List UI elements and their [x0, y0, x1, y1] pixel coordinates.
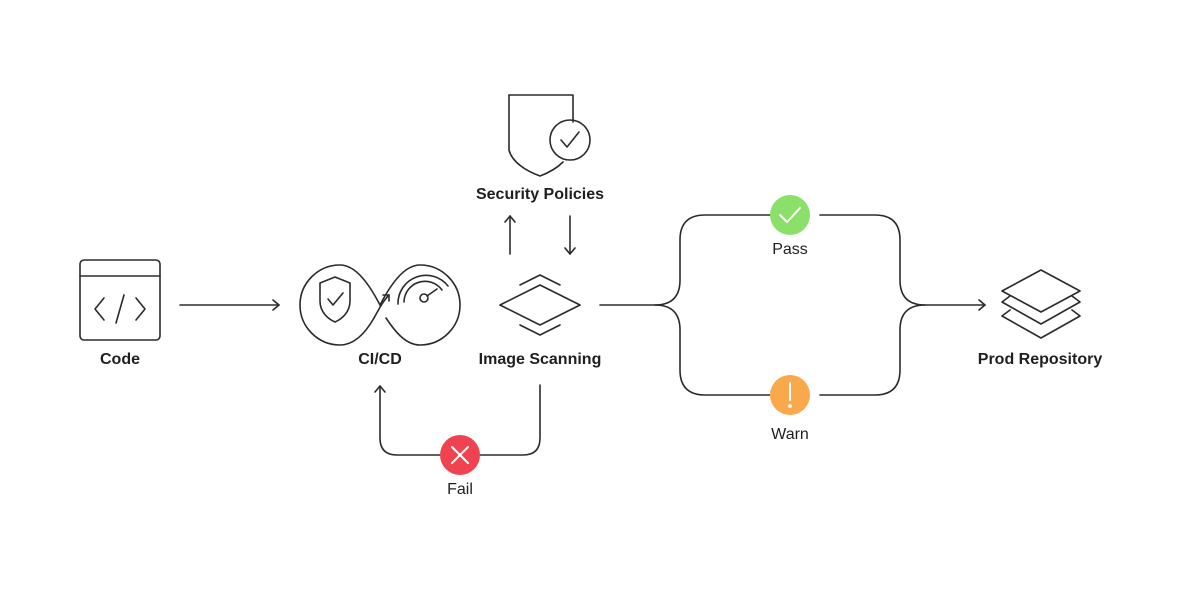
warn-status-circle	[770, 375, 810, 415]
prod-repository-label: Prod Repository	[977, 351, 1103, 368]
branch-connector	[599, 209, 787, 401]
warn-label: Warn	[771, 426, 809, 443]
arrow-scanning-to-policies	[504, 215, 516, 255]
arrow-policies-to-scanning	[564, 215, 576, 255]
fail-label: Fail	[447, 481, 473, 498]
image-scanning-label: Image Scanning	[478, 351, 602, 368]
pass-label: Pass	[772, 241, 808, 258]
scan-layers-icon	[499, 274, 581, 336]
security-policies-label: Security Policies	[475, 186, 605, 203]
stacked-layers-icon	[1001, 269, 1081, 339]
infinity-shield-gauge-icon	[299, 264, 461, 346]
shield-check-icon	[508, 94, 591, 177]
merge-connector	[819, 214, 986, 396]
arrow-code-to-cicd	[179, 299, 280, 311]
fail-loop-connector	[374, 384, 541, 456]
pass-status-circle	[770, 195, 810, 235]
code-label: Code	[100, 351, 140, 368]
code-window-icon	[79, 259, 161, 341]
cicd-label: CI/CD	[358, 351, 402, 368]
fail-status-circle	[440, 435, 480, 475]
